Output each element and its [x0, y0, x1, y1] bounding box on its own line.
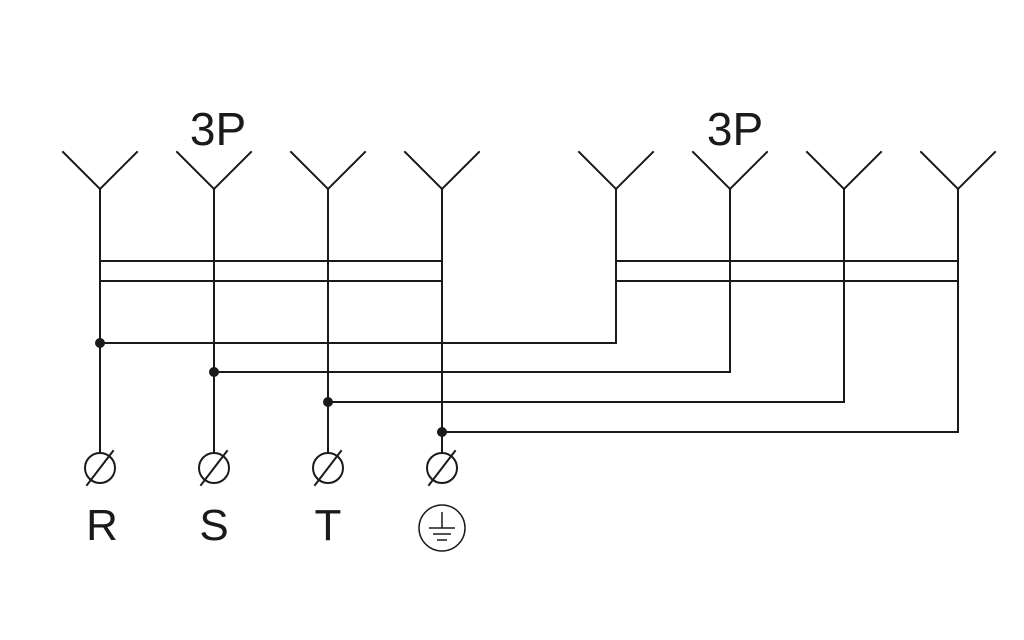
fork-icon — [175, 150, 253, 191]
right-plug-pins — [577, 150, 997, 191]
terminal-icon — [84, 449, 116, 487]
fork-icon — [61, 150, 139, 191]
terminal-icon — [198, 449, 230, 487]
terminal-label-r: R — [86, 501, 118, 550]
terminal-icon — [426, 449, 458, 487]
junction-dot — [95, 338, 105, 348]
terminal-label-s: S — [199, 501, 228, 550]
terminal-symbols — [84, 449, 458, 487]
junction-dot — [209, 367, 219, 377]
fork-icon — [403, 150, 481, 191]
junction-dot — [437, 427, 447, 437]
cross-connections — [99, 342, 959, 433]
group-label-right: 3P — [707, 103, 763, 155]
terminal-label-t: T — [315, 501, 342, 550]
terminal-icon — [312, 449, 344, 487]
junction-dot — [323, 397, 333, 407]
fork-icon — [691, 150, 769, 191]
right-vertical-wires — [615, 188, 959, 433]
right-mechanical-link — [615, 260, 959, 282]
left-mechanical-link — [99, 260, 443, 282]
ground-icon — [418, 504, 466, 552]
fork-icon — [805, 150, 883, 191]
left-plug-pins — [61, 150, 481, 191]
fork-icon — [919, 150, 997, 191]
fork-icon — [577, 150, 655, 191]
fork-icon — [289, 150, 367, 191]
group-label-left: 3P — [190, 103, 246, 155]
left-vertical-wires — [99, 188, 443, 454]
junction-dots — [95, 338, 447, 437]
